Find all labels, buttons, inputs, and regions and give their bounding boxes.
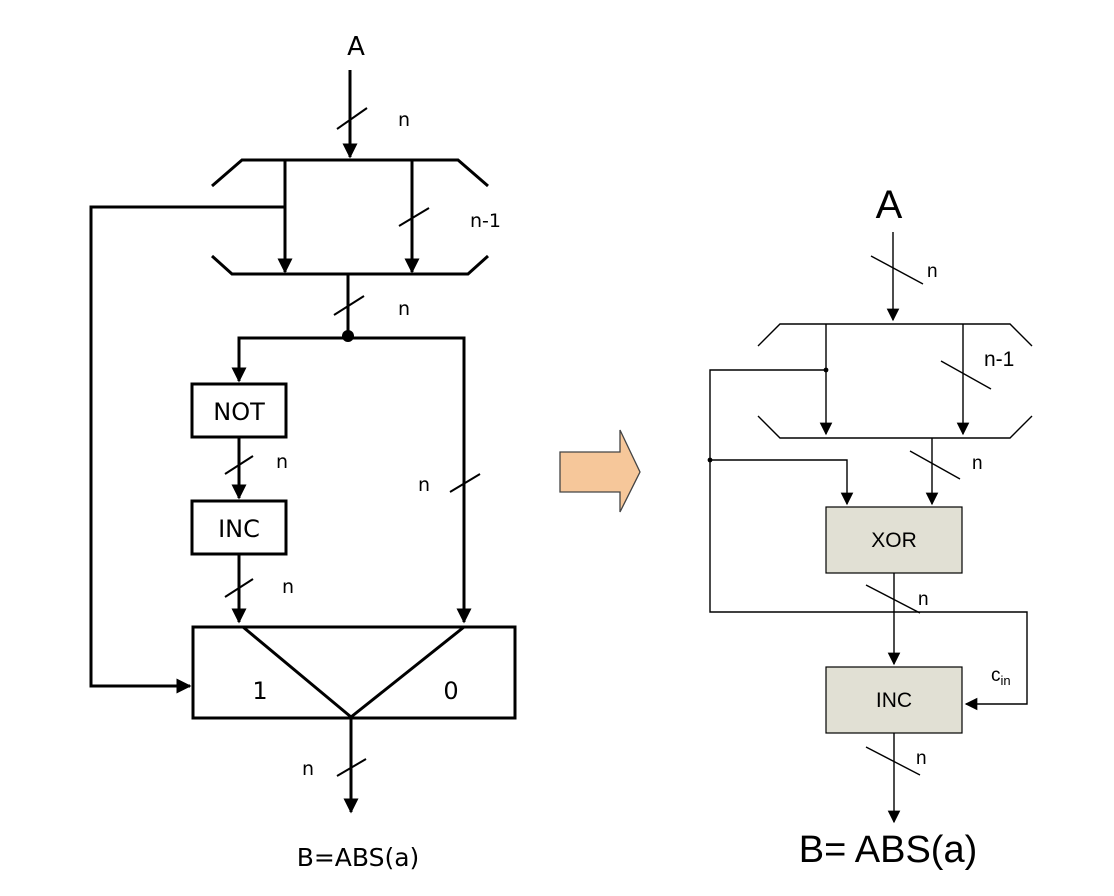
left-bus-slash-merged bbox=[333, 295, 365, 316]
left-bus-width-shift: n-1 bbox=[470, 210, 501, 232]
right-sign-feedback-wire bbox=[709, 369, 1028, 711]
left-bus-slash-shift bbox=[398, 207, 430, 227]
right-bus-width-in: n bbox=[927, 261, 938, 282]
left-mux-v-lines bbox=[242, 625, 465, 719]
right-xor-label: XOR bbox=[871, 529, 917, 552]
right-output-label: B= ABS(a) bbox=[799, 829, 977, 871]
right-bus-width-out: n bbox=[916, 748, 927, 769]
left-mux-input-0: 0 bbox=[443, 677, 458, 705]
left-bus-width-bypass: n bbox=[418, 474, 430, 496]
left-splitter-bottom bbox=[210, 254, 490, 276]
right-bus-slash-in bbox=[870, 255, 924, 285]
left-bus-width-not-out: n bbox=[276, 451, 288, 473]
right-bus-slash-shift bbox=[940, 360, 992, 390]
left-output-label: B=ABS(a) bbox=[297, 843, 420, 872]
left-bus-slash-inc-out bbox=[224, 578, 254, 598]
right-splitter-top bbox=[757, 323, 1033, 347]
right-sign-to-xor-wire bbox=[710, 459, 854, 506]
left-mux-input-1: 1 bbox=[252, 677, 267, 705]
left-bus-width-merged: n bbox=[398, 298, 410, 320]
left-input-label: A bbox=[347, 32, 365, 62]
right-inc-label: INC bbox=[876, 689, 912, 712]
right-diagram: A n n-1 n XOR n INC cin bbox=[707, 183, 1033, 871]
right-carry-in-subscript: in bbox=[1001, 673, 1011, 688]
left-junction-dot bbox=[342, 330, 354, 342]
left-inc-label: INC bbox=[218, 515, 260, 543]
right-xor-block bbox=[825, 506, 963, 574]
left-bus-slash-bypass bbox=[449, 473, 481, 493]
left-bypass-wire bbox=[348, 336, 472, 624]
left-mux-block bbox=[191, 625, 517, 720]
right-bus-slash-xor-out bbox=[865, 584, 921, 614]
left-bus-slash-out bbox=[336, 758, 367, 777]
right-bus-slash-merged bbox=[909, 450, 961, 480]
left-bus-width-in: n bbox=[398, 109, 410, 131]
left-bus-width-out: n bbox=[302, 758, 314, 780]
left-sign-feedback-wire bbox=[89, 205, 285, 694]
right-splitter-bottom bbox=[757, 415, 1033, 439]
right-carry-in-label: cin bbox=[991, 665, 1011, 688]
right-bus-width-shift: n-1 bbox=[984, 348, 1014, 371]
left-bus-slash-not-out bbox=[224, 455, 254, 475]
left-splitter-top bbox=[211, 158, 489, 188]
right-bus-slash-out bbox=[865, 746, 921, 776]
right-bus-width-merged: n bbox=[972, 453, 983, 474]
left-branch-to-not bbox=[231, 336, 348, 383]
left-bus-slash-in bbox=[336, 107, 368, 130]
left-not-label: NOT bbox=[213, 398, 265, 426]
right-bus-width-xor-out: n bbox=[918, 589, 929, 610]
left-diagram: A n n-1 n NOT n INC n n bbox=[89, 32, 517, 872]
right-input-label: A bbox=[876, 183, 903, 227]
left-bus-width-inc-out: n bbox=[282, 576, 294, 598]
transform-arrow-icon bbox=[559, 429, 641, 513]
